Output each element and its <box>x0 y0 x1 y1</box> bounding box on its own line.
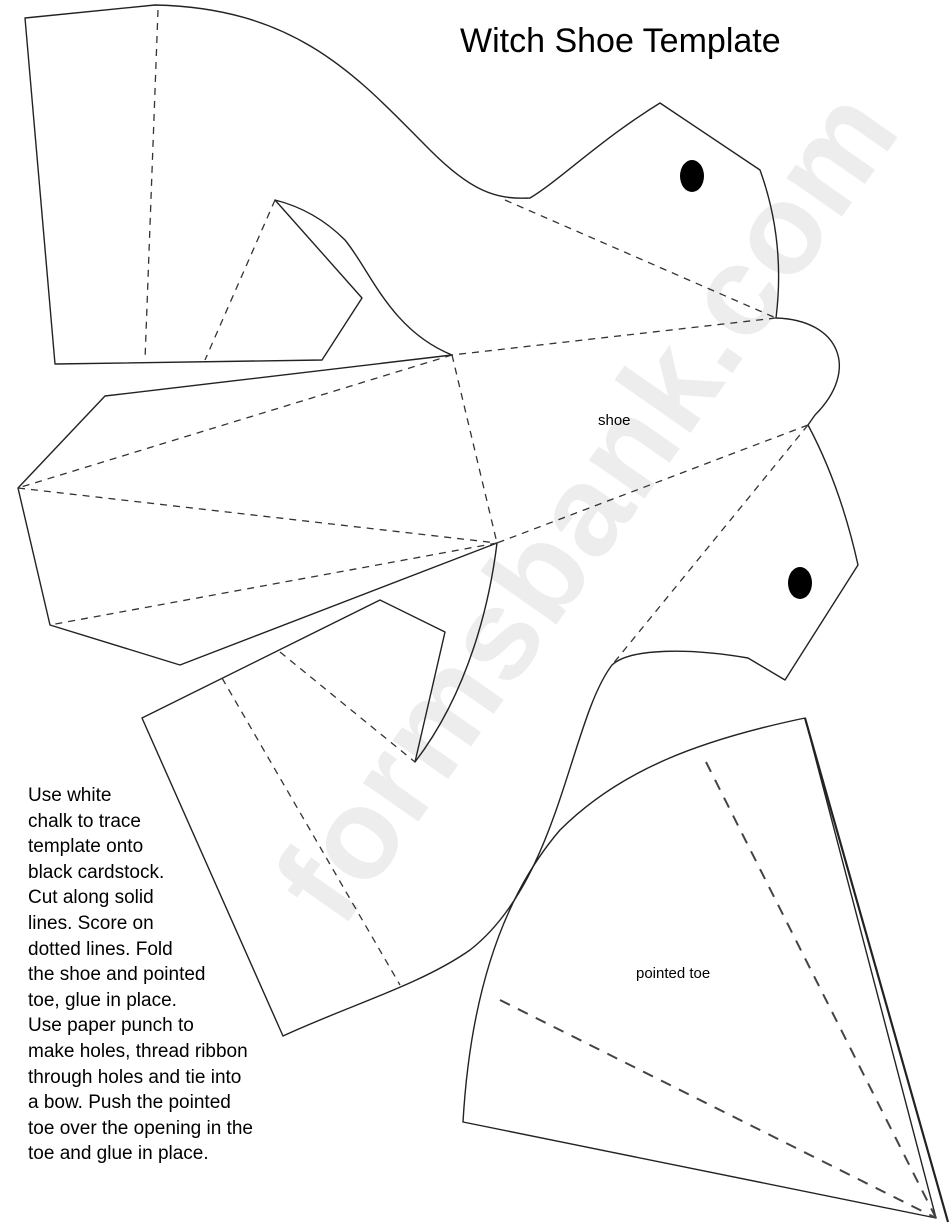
pointed-toe-right-edge <box>803 717 950 1223</box>
pointed-toe-score-lines <box>499 761 937 1219</box>
pointed-toe-outline <box>462 717 937 1219</box>
shoe-outline <box>17 4 859 1037</box>
page-title: Witch Shoe Template <box>460 22 781 60</box>
pointed-toe-label: pointed toe <box>636 965 711 982</box>
lace-hole-top <box>680 160 704 192</box>
instructions-text: Use white chalk to trace template onto b… <box>28 785 254 1165</box>
lace-hole-bottom <box>788 567 812 599</box>
shoe-score-lines <box>17 9 809 986</box>
shoe-label: shoe <box>598 412 631 429</box>
